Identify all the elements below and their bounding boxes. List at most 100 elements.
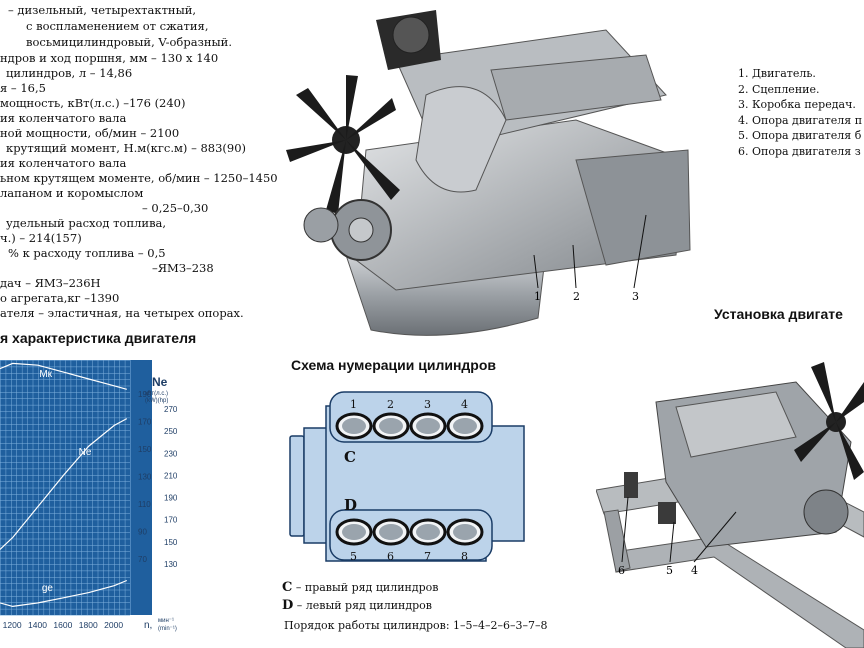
- parts-legend: 1. Двигатель. 2. Сцепление. 3. Коробка п…: [738, 66, 862, 159]
- spec-line: ч.) – 214(157): [0, 231, 82, 245]
- spec-line: ателя – эластичная, на четырех опорах.: [0, 306, 244, 320]
- power-tick-hp: 250: [164, 427, 178, 436]
- spec-line: мощность, кВт(л.с.) –176 (240): [0, 96, 186, 110]
- power-axis-title: Ne: [152, 375, 168, 389]
- row-c-label: C: [344, 448, 356, 466]
- legend-item: 4. Опора двигателя п: [738, 113, 863, 127]
- spec-line: ьном крутящем моменте, об/мин – 1250–145…: [0, 171, 278, 185]
- power-tick-kw: 150: [138, 445, 152, 454]
- cylinder-piston: [342, 524, 366, 540]
- cylinder-piston: [416, 524, 440, 540]
- x-tick-label: 2000: [104, 620, 123, 630]
- power-tick-hp: 170: [164, 516, 178, 525]
- spec-line: лапаном и коромыслом: [0, 186, 144, 200]
- spec-line: крутящий момент, Н.м(кгс.м) – 883(90): [6, 141, 247, 155]
- x-tick-label: 1600: [53, 620, 72, 630]
- power-tick-hp: 210: [164, 471, 178, 480]
- cylinder-scheme-title: Схема нумерации цилиндров: [291, 357, 497, 373]
- spec-line: ной мощности, об/мин – 2100: [0, 126, 180, 140]
- cylinder-number: 4: [461, 398, 468, 411]
- legend-c-letter: C: [282, 580, 293, 595]
- x-axis-unit-top: мин⁻¹: [158, 618, 174, 624]
- engine-photo: 1 2 3: [286, 10, 691, 336]
- x-axis-unit-bottom: (min⁻¹): [158, 626, 177, 632]
- x-tick-label: 1800: [79, 620, 98, 630]
- installation-fan: [794, 362, 864, 480]
- spec-line: –ЯМЗ–238: [152, 261, 214, 275]
- cylinder-piston: [453, 418, 477, 434]
- cylinder-number: 3: [424, 398, 431, 411]
- installation-title: Установка двигате: [714, 306, 843, 322]
- chart-series: [0, 362, 128, 608]
- cooling-fan: [286, 75, 400, 214]
- legend-item: 6. Опора двигателя з: [738, 144, 861, 158]
- series-label-Ne: Ne: [79, 447, 92, 458]
- x-tick-label: 1400: [28, 620, 47, 630]
- cylinder-piston: [416, 418, 440, 434]
- spec-line: – дизельный, четырехтактный,: [8, 3, 197, 17]
- power-tick-hp: 130: [164, 560, 178, 569]
- install-label-6: 6: [618, 564, 625, 577]
- chart-grid: [0, 360, 131, 616]
- power-tick-kw: 90: [138, 528, 147, 537]
- engine-label-1: 1: [534, 290, 541, 303]
- cylinder-number: 1: [350, 398, 357, 411]
- x-tick-label: 1200: [3, 620, 22, 630]
- cylinder-number: 7: [424, 550, 431, 563]
- cylinder-row-d: 5 6 7 8: [335, 518, 484, 563]
- chart-plot-area: [0, 360, 152, 615]
- x-axis-unit-label: n,: [144, 620, 152, 631]
- legend-item: 2. Сцепление.: [738, 82, 820, 96]
- cylinder-number: 5: [350, 550, 357, 563]
- cylinder-piston: [379, 524, 403, 540]
- legend-item: 1. Двигатель.: [738, 67, 816, 80]
- spec-line: – 0,25–0,30: [142, 201, 209, 215]
- power-tick-kw: 170: [138, 418, 152, 427]
- cylinder-row-c: 1 2 3 4: [335, 398, 484, 440]
- spec-line: с воспламенением от сжатия,: [26, 19, 209, 33]
- cylinder-scheme-diagram: 1 2 3 4 5 6 7 8 C D: [289, 391, 525, 563]
- series-line-Ne: [0, 418, 128, 550]
- cylinder-piston: [453, 524, 477, 540]
- spec-line: я – 16,5: [0, 81, 46, 95]
- spec-line: о агрегата,кг –1390: [0, 291, 120, 305]
- row-d-label: D: [344, 496, 357, 514]
- install-label-5: 5: [666, 564, 673, 577]
- spec-line: удельный расход топлива,: [6, 216, 167, 230]
- power-tick-kw: 70: [138, 555, 147, 564]
- spec-line: ия коленчатого вала: [0, 156, 127, 170]
- legend-d-letter: D: [282, 598, 294, 613]
- power-axis-unit-en: (kW)(hp): [145, 398, 168, 404]
- series-label-ge: ge: [42, 583, 54, 594]
- series-line-Mк: [0, 362, 127, 390]
- power-tick-hp: 270: [164, 405, 178, 414]
- cylinder-piston: [342, 418, 366, 434]
- power-tick-kw: 130: [138, 473, 152, 482]
- power-tick-kw: 110: [138, 500, 151, 509]
- cylinder-number: 6: [387, 550, 394, 563]
- engine-label-3: 3: [632, 290, 639, 303]
- power-tick-kw: 190: [138, 390, 152, 399]
- spec-line: ия коленчатого вала: [0, 111, 127, 125]
- chart-title: я характеристика двигателя: [0, 330, 197, 346]
- power-axis-unit: кВт(л.с.): [145, 391, 168, 397]
- power-tick-hp: 230: [164, 449, 178, 458]
- series-line-ge: [0, 579, 128, 608]
- legend-item: 5. Опора двигателя б: [738, 129, 862, 142]
- spec-line: цилиндров, л – 14,86: [6, 66, 133, 80]
- series-label-Mк: Mк: [39, 369, 52, 380]
- cylinder-number: 8: [461, 550, 468, 563]
- power-tick-hp: 190: [164, 494, 178, 503]
- spec-line: восьмицилиндровый, V-образный.: [26, 35, 232, 49]
- legend-row-c: C – правый ряд цилиндров: [282, 580, 439, 595]
- legend-c-text: – правый ряд цилиндров: [295, 581, 439, 594]
- engine-label-2: 2: [573, 290, 580, 303]
- legend-row-d: D – левый ряд цилиндров: [282, 598, 432, 613]
- cylinder-piston: [379, 418, 403, 434]
- cylinder-number: 2: [387, 398, 394, 411]
- installation-photo: 6 5 4: [596, 362, 864, 648]
- spec-line: % к расходу топлива – 0,5: [8, 246, 166, 260]
- spec-line: дач – ЯМЗ–236Н: [0, 276, 101, 290]
